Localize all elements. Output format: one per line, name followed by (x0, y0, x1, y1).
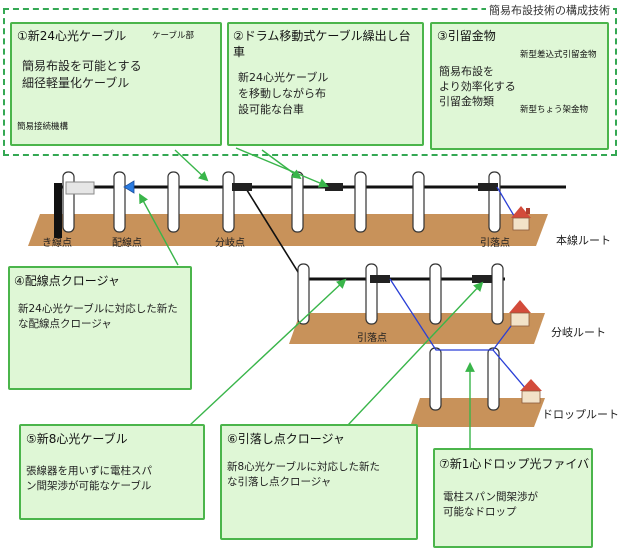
point-hikiotoshi-main-label: 引落点 (480, 238, 510, 249)
box-anchor-hardware (430, 22, 609, 150)
box1-cable-label: ケーブル部 (152, 31, 194, 41)
pole (222, 171, 235, 233)
drop-route-ground (410, 398, 545, 427)
pole (429, 263, 442, 325)
callout-arrows (139, 147, 484, 448)
box2-desc: 新24心光ケーブル を移動しながら布 設可能な台車 (238, 71, 329, 116)
box3-sub2: 新型ちょう架金物 (520, 105, 589, 115)
bunki-closure (232, 183, 252, 191)
station-box (65, 181, 95, 195)
main-route-ground (28, 214, 548, 246)
frame-title: 簡易布設技術の構成技術 (486, 2, 613, 18)
pole (487, 347, 500, 411)
box7-desc: 電柱スパン間架渉が 可能なドロップ (443, 491, 539, 518)
branch-poles (297, 263, 504, 325)
box1-connector-label: 簡易接続機構 (17, 122, 69, 132)
route-branch-label: 分岐ルート (551, 326, 606, 339)
pole (113, 171, 126, 233)
branch-route-ground (289, 313, 545, 344)
pole (291, 171, 304, 233)
box-haisen-closure (8, 266, 192, 390)
box3-title: ③引留金物 (437, 29, 496, 43)
box1-title: ①新24心光ケーブル (17, 29, 127, 43)
box-cable-drum-cart (227, 22, 424, 146)
box-1-core-drop-fiber (433, 448, 593, 548)
house-main-icon (511, 206, 531, 231)
house-branch-icon (509, 300, 531, 327)
box-new-8-core-cable (19, 424, 205, 520)
box-new-24-core-cable (10, 22, 222, 146)
pole (412, 171, 425, 233)
branch-closure-1 (370, 275, 390, 283)
hikiotoshi-closure-main (478, 183, 498, 191)
box3-sub1: 新型差込式引留金物 (520, 50, 597, 60)
point-bunki-label: 分岐点 (215, 238, 245, 249)
station-block (54, 183, 62, 238)
route-drop-label: ドロップルート (542, 408, 619, 421)
closure-main-mid (325, 183, 343, 191)
haisen-closure (123, 180, 135, 194)
box2-title-line1: ②ドラム移動式ケーブル繰出し台 (233, 29, 411, 43)
box-hikiotoshi-closure (220, 424, 418, 540)
pole (491, 263, 504, 325)
pole (62, 171, 75, 233)
box1-desc: 簡易布設を可能とする 細径軽量化ケーブル (22, 59, 142, 90)
route-main-label: 本線ルート (556, 234, 611, 247)
point-kisen-label: き線点 (42, 238, 72, 249)
pole (167, 171, 180, 233)
point-haisen-label: 配線点 (112, 238, 142, 249)
house-drop-icon (520, 379, 542, 404)
drop-poles (429, 347, 500, 411)
box6-desc: 新8心光ケーブルに対応した新た な引落し点クロージャ (227, 461, 381, 488)
components-frame (3, 8, 617, 156)
box4-desc: 新24心光ケーブルに対応した新た な配線点クロージャ (18, 303, 178, 330)
pole (354, 171, 367, 233)
box5-title: ⑤新8心光ケーブル (26, 432, 128, 446)
box3-desc: 簡易布設を より効率化する 引留金物類 (439, 65, 516, 108)
pole (297, 263, 310, 325)
box6-title: ⑥引落し点クロージャ (227, 432, 345, 446)
branch-closure-2 (472, 275, 492, 283)
box5-desc: 張線器を用いずに電柱スパ ン間架渉が可能なケーブル (26, 465, 152, 492)
point-hikiotoshi-branch-label: 引落点 (357, 333, 387, 344)
pole (429, 347, 442, 411)
pole (488, 171, 501, 233)
box4-title: ④配線点クロージャ (14, 274, 120, 288)
box7-title: ⑦新1心ドロップ光ファイバ (439, 457, 590, 471)
pole (365, 263, 378, 325)
box2-title-line2: 車 (233, 45, 246, 59)
